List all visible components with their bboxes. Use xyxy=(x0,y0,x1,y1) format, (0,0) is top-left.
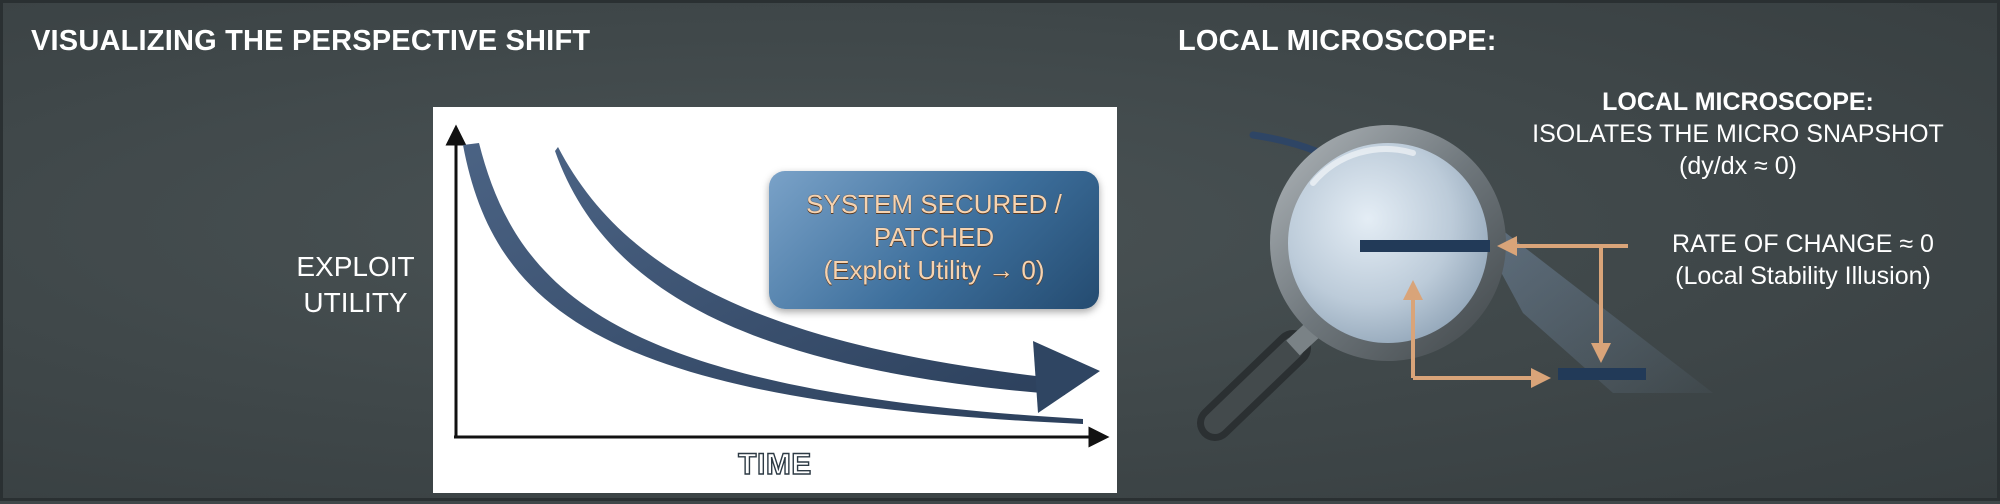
decay-arrow-band xyxy=(555,147,1065,395)
rate-annotation-line1: RATE OF CHANGE ≈ 0 xyxy=(1672,230,1934,258)
callout-line2: PATCHED xyxy=(873,222,995,252)
flat-segment-magnified xyxy=(1360,240,1490,252)
y-axis-label-line2: UTILITY xyxy=(303,287,408,318)
decay-plot-panel: SYSTEM SECURED / PATCHED (Exploit Utilit… xyxy=(433,107,1117,493)
microscope-annotation-title: LOCAL MICROSCOPE: xyxy=(1602,88,1874,116)
rate-of-change-annotation: RATE OF CHANGE ≈ 0 (Local Stability Illu… xyxy=(1618,228,1988,292)
microscope-annotation-line3: (dy/dx ≈ 0) xyxy=(1679,152,1797,180)
x-axis-label: TIME xyxy=(737,447,812,481)
callout-line1: SYSTEM SECURED / xyxy=(806,189,1062,219)
y-axis-label: EXPLOIT UTILITY xyxy=(273,249,438,321)
system-secured-callout: SYSTEM SECURED / PATCHED (Exploit Utilit… xyxy=(769,171,1099,309)
microscope-diagram xyxy=(1197,125,1713,441)
rate-annotation-line2: (Local Stability Illusion) xyxy=(1675,262,1931,290)
pointer-arrow-icon xyxy=(1403,236,1628,388)
decay-plot-svg xyxy=(445,124,1110,448)
magnified-beam xyxy=(1453,183,1713,393)
decay-arrow-head xyxy=(1033,341,1100,413)
flat-segment-actual xyxy=(1558,368,1646,380)
callout-line3: (Exploit Utility → 0) xyxy=(823,255,1045,285)
left-heading: VISUALIZING THE PERSPECTIVE SHIFT xyxy=(31,25,591,57)
microscope-annotation: LOCAL MICROSCOPE: ISOLATES THE MICRO SNA… xyxy=(1498,86,1978,182)
microscope-annotation-line2: ISOLATES THE MICRO SNAPSHOT xyxy=(1532,120,1944,148)
right-heading: LOCAL MICROSCOPE: xyxy=(1178,25,1497,57)
y-axis-label-line1: EXPLOIT xyxy=(296,251,415,282)
